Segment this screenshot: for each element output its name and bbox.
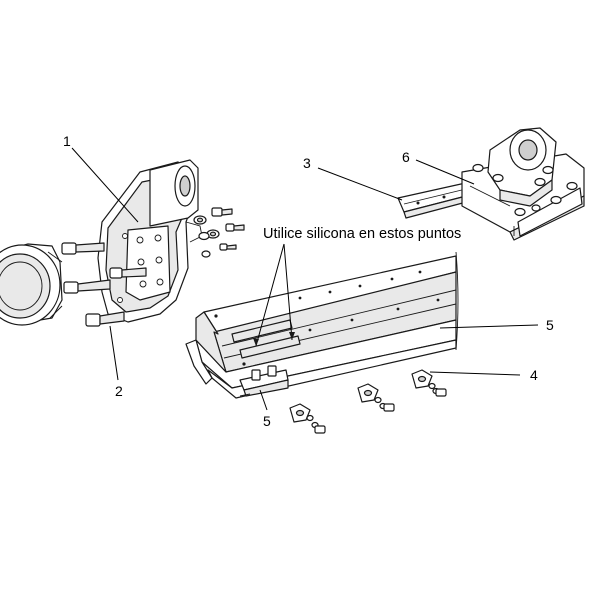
callout-5-upper-label: 5 [546, 317, 554, 333]
callout-2: 2 [109, 325, 123, 399]
callout-5-lower: 5 [259, 389, 271, 429]
callout-1-label: 1 [63, 133, 71, 149]
callout-6-label: 6 [402, 149, 410, 165]
fastener-set [193, 207, 245, 258]
callout-5-upper: 5 [439, 317, 554, 333]
callout-3: 3 [303, 155, 403, 201]
callout-1: 1 [63, 133, 139, 223]
rail-insert [239, 365, 289, 397]
callout-3-label: 3 [303, 155, 311, 171]
silicone-arrows [253, 243, 295, 347]
motor [0, 243, 63, 326]
bearing-block-assembly [461, 127, 585, 241]
callout-4: 4 [429, 367, 538, 383]
mounting-bracket [97, 159, 203, 323]
callout-2-label: 2 [115, 383, 123, 399]
silicone-note: Utilice silicona en estos puntos [263, 226, 461, 242]
callout-6: 6 [402, 149, 475, 185]
callout-4-label: 4 [530, 367, 538, 383]
callout-5-lower-label: 5 [263, 413, 271, 429]
clamp-set [289, 369, 447, 434]
bolts [61, 242, 147, 327]
